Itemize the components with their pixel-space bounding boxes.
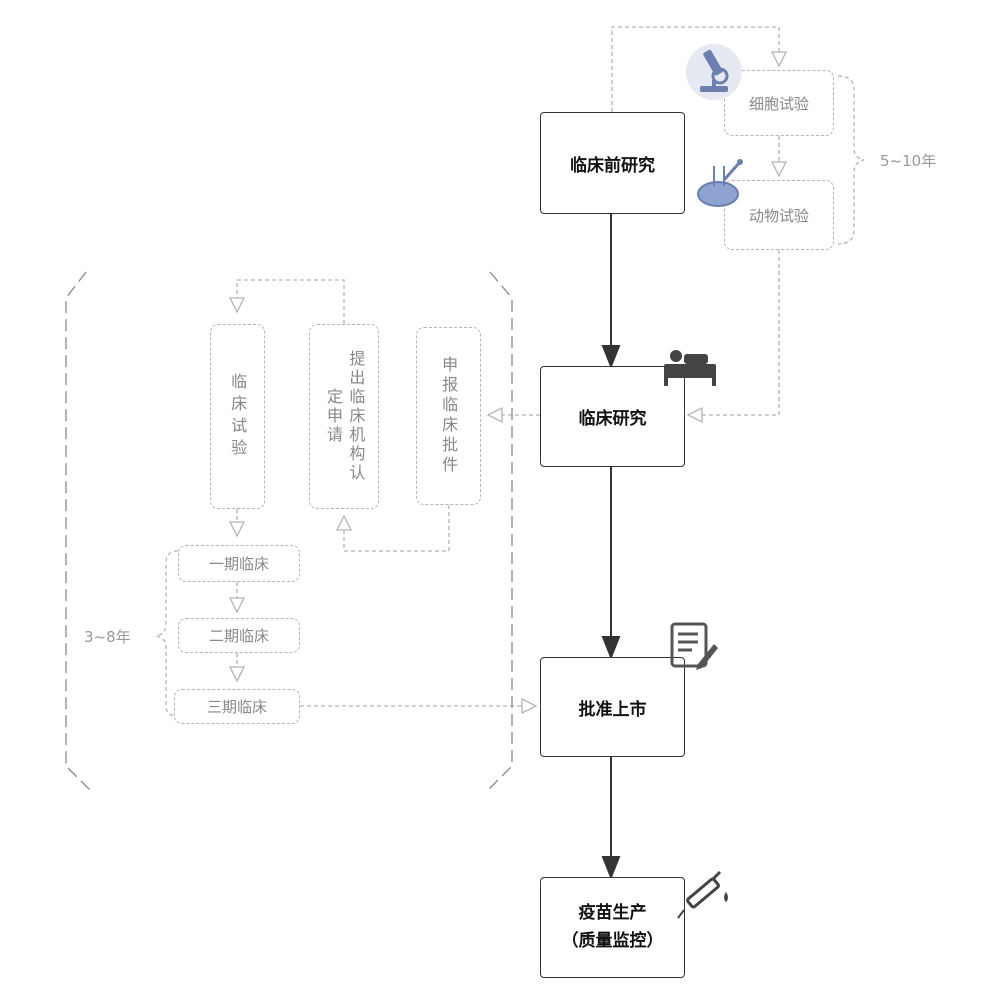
syringe-icon	[677, 870, 728, 919]
production-label: 疫苗生产	[578, 903, 647, 924]
apply-approval-label: 申报临床批件	[439, 356, 459, 476]
clinical-research-label: 临床研究	[578, 409, 647, 429]
preclinical-research-box[interactable]: 临床前研究	[540, 112, 685, 214]
clinical-duration-label: 3~8年	[84, 628, 131, 646]
main-flow-arrows	[601, 214, 621, 880]
patient-bed-icon	[664, 350, 716, 386]
vaccine-production-box[interactable]: 疫苗生产 （质量监控）	[540, 877, 685, 978]
phase1-label: 一期临床	[208, 555, 269, 573]
clinical-research-box[interactable]: 临床研究	[540, 366, 685, 467]
preclinical-duration-label: 5~10年	[880, 152, 937, 170]
animal-test-box[interactable]: 动物试验	[724, 180, 834, 250]
animal-test-label: 动物试验	[748, 206, 809, 225]
microscope-icon	[686, 44, 742, 100]
approval-label: 批准上市	[578, 699, 647, 720]
phase3-label: 三期临床	[206, 698, 267, 716]
submit-institution-box[interactable]: 提出临床机构认定申请	[309, 324, 379, 509]
cell-test-label: 细胞试验	[748, 94, 809, 113]
phase3-box[interactable]: 三期临床	[174, 689, 300, 724]
flask-icon	[697, 159, 743, 207]
cell-test-box[interactable]: 细胞试验	[724, 70, 834, 136]
quality-control-label: （质量监控）	[561, 930, 664, 951]
phase2-label: 二期临床	[208, 627, 269, 645]
phase1-box[interactable]: 一期临床	[178, 545, 300, 582]
apply-approval-box[interactable]: 申报临床批件	[416, 327, 481, 505]
phase2-box[interactable]: 二期临床	[178, 618, 300, 653]
clinical-trial-label: 临床试验	[228, 372, 248, 461]
document-edit-icon	[670, 622, 718, 670]
preclinical-research-label: 临床前研究	[570, 155, 655, 176]
approval-box[interactable]: 批准上市	[540, 657, 685, 757]
submit-institution-label: 提出临床机构认定申请	[324, 350, 366, 483]
dashed-connectors	[155, 26, 865, 717]
clinical-trial-box[interactable]: 临床试验	[210, 324, 265, 509]
